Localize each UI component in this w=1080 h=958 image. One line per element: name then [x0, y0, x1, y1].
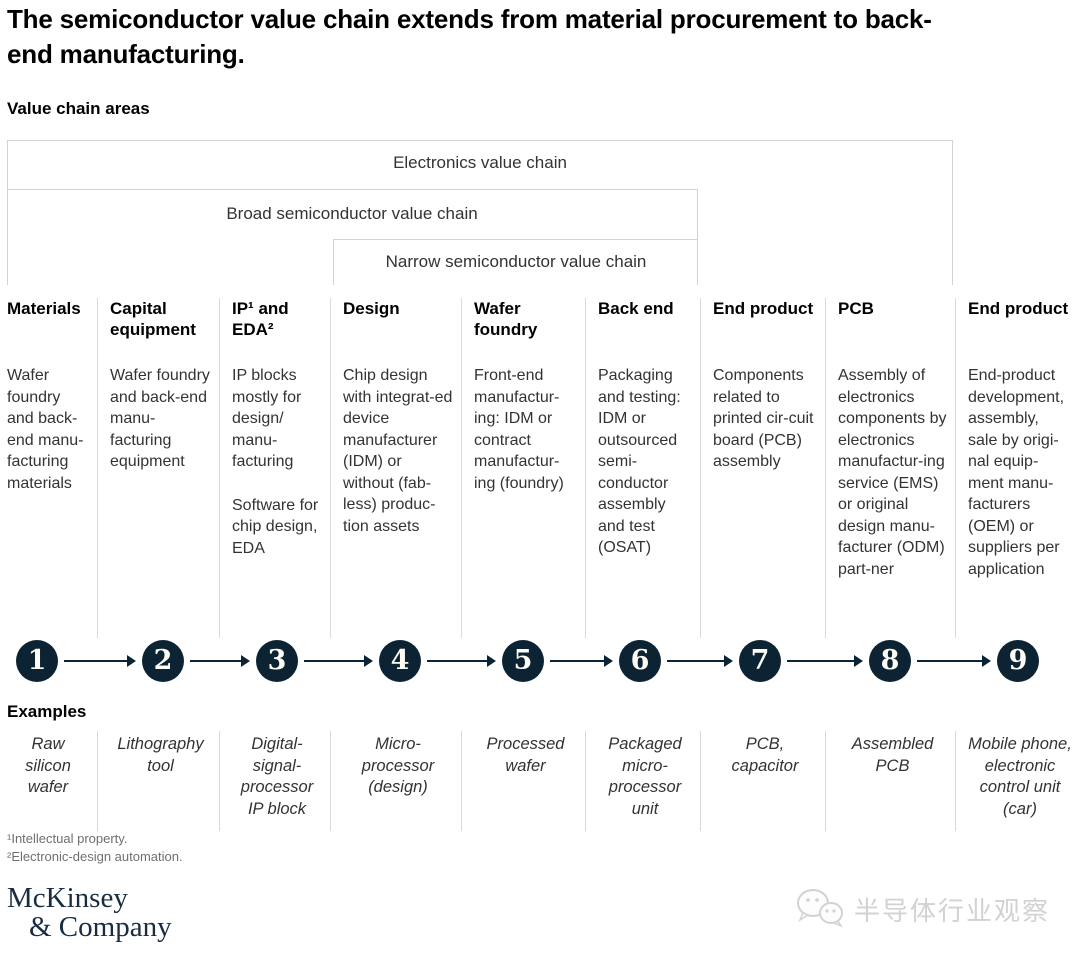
column-ip-and-eda: IP¹ and EDA² IP blocks mostly for design…	[219, 298, 330, 638]
column-header: Back end	[598, 299, 674, 318]
column-capital-equipment: Capital equipment Wafer foundry and back…	[97, 298, 219, 638]
flow-arrow-icon	[917, 655, 991, 667]
electronics-value-chain-box: Electronics value chain	[7, 140, 953, 285]
value-chain-columns: Materials Wafer foundry and back-end man…	[0, 298, 1080, 638]
step-circle-2: 2	[142, 640, 184, 682]
column-description: Assembly of electronics components by el…	[838, 367, 947, 578]
step-circle-9: 9	[997, 640, 1039, 682]
example-item: Digital-signal-processor IP block	[219, 731, 330, 831]
example-item: Mobile phone, electronic control unit (c…	[955, 731, 1080, 831]
narrow-semiconductor-value-chain-box: Narrow semiconductor value chain	[333, 239, 698, 285]
broad-semiconductor-value-chain-label: Broad semiconductor value chain	[226, 204, 478, 223]
example-item: Packaged micro-processor unit	[585, 731, 700, 831]
examples-row: Raw silicon wafer Lithography tool Digit…	[0, 731, 1080, 831]
column-pcb: PCB Assembly of electronics components b…	[825, 298, 955, 638]
column-wafer-foundry: Wafer foundry Front-end manufactur-ing: …	[461, 298, 585, 638]
column-back-end: Back end Packaging and testing: IDM or o…	[585, 298, 700, 638]
electronics-value-chain-label: Electronics value chain	[393, 153, 567, 172]
column-end-product-pcb: End product Components related to printe…	[700, 298, 825, 638]
process-flow-row: 1 2 3 4 5 6 7 8 9	[0, 640, 1080, 684]
column-header: Capital equipment	[110, 299, 196, 339]
column-header: End product	[713, 299, 814, 318]
flow-arrow-icon	[787, 655, 863, 667]
watermark: 半导体行业观察	[794, 886, 1050, 933]
example-item: PCB, capacitor	[700, 731, 825, 831]
column-header: Materials	[7, 299, 81, 318]
column-description: Wafer foundry and back-end manu-facturin…	[110, 367, 210, 470]
example-item: Assembled PCB	[825, 731, 955, 831]
step-circle-5: 5	[502, 640, 544, 682]
column-description: Wafer foundry and back-end manu-facturin…	[7, 367, 84, 492]
step-circle-3: 3	[256, 640, 298, 682]
logo-line2: & Company	[29, 911, 172, 943]
flow-arrow-icon	[64, 655, 136, 667]
flow-arrow-icon	[550, 655, 613, 667]
column-header: Wafer foundry	[474, 299, 538, 339]
page-title-line1: The semiconductor value chain extends fr…	[7, 4, 932, 34]
column-design: Design Chip design with integrat-ed devi…	[330, 298, 461, 638]
column-description: Front-end manufactur-ing: IDM or contrac…	[474, 367, 564, 492]
column-description: Packaging and testing: IDM or outsourced…	[598, 367, 681, 556]
column-header: Design	[343, 299, 400, 318]
column-materials: Materials Wafer foundry and back-end man…	[0, 298, 97, 638]
mckinsey-logo: McKinsey & Company	[7, 884, 172, 942]
footnotes: ¹Intellectual property. ²Electronic-desi…	[7, 830, 183, 866]
step-circle-1: 1	[16, 640, 58, 682]
footnote-1: ¹Intellectual property.	[7, 831, 128, 846]
examples-label: Examples	[7, 702, 87, 721]
column-description: IP blocks mostly for design/ manu-factur…	[232, 367, 302, 470]
example-item: Lithography tool	[97, 731, 219, 831]
step-circle-4: 4	[379, 640, 421, 682]
wechat-icon	[794, 886, 846, 933]
flow-arrow-icon	[190, 655, 250, 667]
column-header: IP¹ and EDA²	[232, 299, 289, 339]
page-title-line2: end manufacturing.	[7, 39, 245, 69]
column-header: End product	[968, 299, 1069, 318]
section-label: Value chain areas	[7, 99, 150, 118]
example-item: Micro-processor (design)	[330, 731, 461, 831]
broad-semiconductor-value-chain-box: Broad semiconductor value chain	[7, 189, 698, 285]
step-circle-7: 7	[739, 640, 781, 682]
flow-arrow-icon	[304, 655, 373, 667]
flow-arrow-icon	[667, 655, 733, 667]
column-description: Chip design with integrat-ed device manu…	[343, 367, 453, 535]
column-description: End-product development, assembly, sale …	[968, 367, 1065, 578]
step-circle-6: 6	[619, 640, 661, 682]
column-end-product-oem: End product End-product development, ass…	[955, 298, 1080, 638]
step-circle-8: 8	[869, 640, 911, 682]
logo-line1: McKinsey	[7, 882, 128, 914]
flow-arrow-icon	[427, 655, 496, 667]
footnote-2: ²Electronic-design automation.	[7, 849, 183, 864]
watermark-text: 半导体行业观察	[853, 896, 1050, 926]
example-item: Raw silicon wafer	[25, 735, 71, 796]
column-description-2: Software for chip design, EDA	[232, 496, 319, 557]
narrow-semiconductor-value-chain-label: Narrow semiconductor value chain	[385, 252, 647, 271]
example-item: Processed wafer	[461, 731, 585, 831]
column-description: Components related to printed cir-cuit b…	[713, 367, 814, 470]
page-title: The semiconductor value chain extends fr…	[7, 2, 932, 72]
column-header: PCB	[838, 299, 874, 318]
